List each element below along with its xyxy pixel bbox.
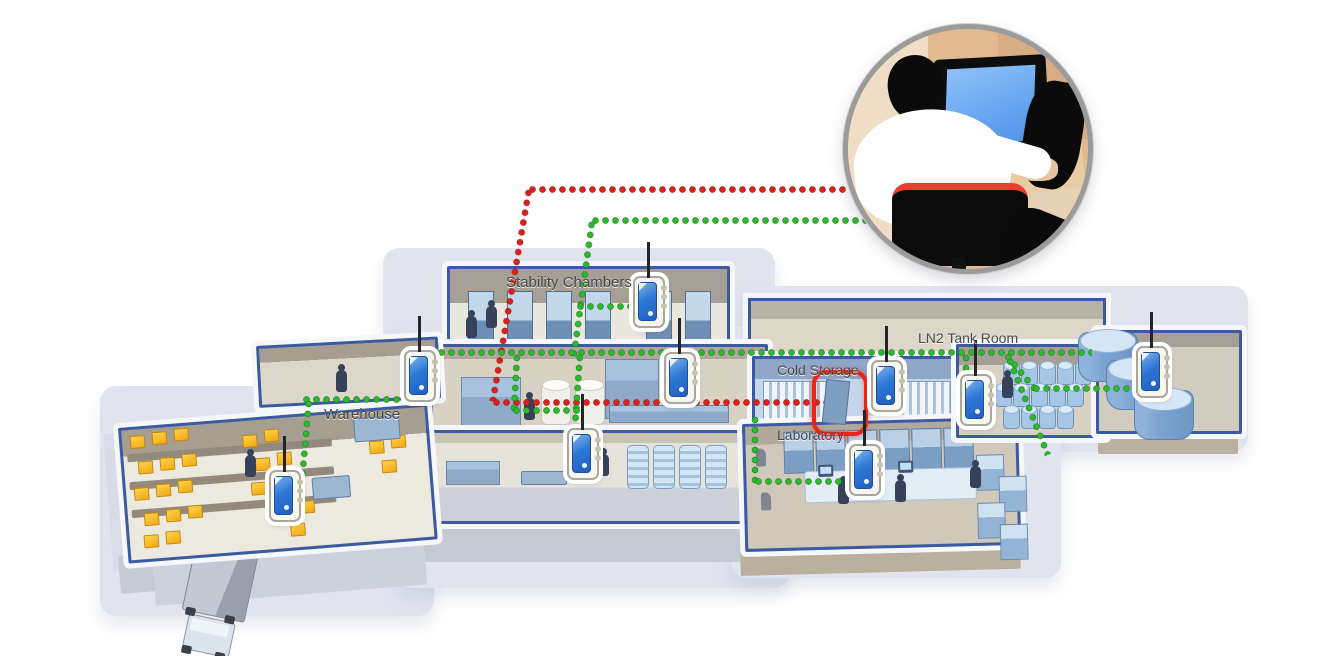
warehouse-box — [263, 428, 280, 443]
wireless-link-dotted-line — [1033, 384, 1141, 392]
ln2-dewar — [1039, 361, 1056, 385]
wireless-sensor-laboratory — [849, 410, 883, 496]
ln2-dewar — [1057, 361, 1074, 385]
warehouse-box — [143, 534, 160, 549]
sensor-screen — [274, 476, 293, 515]
warehouse-box — [151, 431, 168, 446]
wireless-link-dotted-line — [303, 395, 417, 403]
lab-freezer — [999, 523, 1029, 561]
lab-cabinet — [911, 427, 943, 471]
truck-wheel — [184, 606, 197, 617]
person-silhouette — [838, 476, 849, 504]
room-process-area — [430, 344, 768, 438]
person-silhouette — [895, 474, 906, 502]
warehouse-box — [165, 530, 182, 545]
wireless-link-dotted-line — [592, 216, 869, 224]
warehouse-box — [254, 457, 271, 472]
drum-stack — [653, 445, 675, 489]
warehouse-box — [299, 499, 316, 514]
room-wash-area — [418, 430, 751, 524]
drum-stack — [679, 445, 701, 489]
person-silhouette — [486, 300, 497, 328]
sensor-screen — [876, 366, 895, 405]
warehouse-box — [368, 440, 385, 455]
room-label-laboratory: Laboratory — [777, 427, 844, 443]
lab-microscope — [760, 492, 772, 511]
warehouse-box — [187, 504, 204, 519]
person-silhouette — [245, 449, 256, 477]
warehouse-box — [159, 456, 176, 471]
door-open-alarm-highlight — [812, 370, 868, 436]
monitoring-station-inset — [843, 24, 1093, 274]
drum-stack — [627, 445, 649, 489]
room-label-warehouse: Warehouse — [324, 406, 401, 423]
process-conveyor — [609, 405, 729, 423]
stability-chamber-unit — [585, 291, 611, 345]
truck-wheel — [180, 644, 193, 655]
warehouse-box — [165, 508, 182, 523]
warehouse-crate — [311, 474, 352, 500]
person-silhouette — [336, 364, 347, 392]
sensor-screen — [572, 434, 591, 473]
chair-post — [952, 257, 966, 269]
person-silhouette — [1002, 370, 1013, 398]
wireless-link-dotted-line — [755, 477, 853, 485]
stability-chamber-unit — [685, 291, 711, 345]
drum-stack — [705, 445, 727, 489]
wireless-sensor-wash-area — [567, 394, 601, 480]
wireless-sensor-process-area — [664, 318, 698, 404]
alarm-link-dotted-line — [493, 398, 833, 406]
wireless-sensor-stability-chambers — [633, 242, 667, 328]
wireless-link-dotted-line — [751, 416, 759, 484]
person-silhouette — [970, 460, 981, 488]
wireless-sensor-cold-storage — [871, 326, 905, 412]
warehouse-box — [155, 483, 172, 498]
wireless-sensor-ln2-bulk-tanks — [1136, 312, 1170, 398]
room-label-cold-storage: Cold Storage — [777, 362, 859, 378]
sensor-screen — [669, 358, 688, 397]
wireless-sensor-entry-corridor — [404, 316, 438, 402]
alarm-link-dotted-line — [529, 185, 852, 193]
warehouse-box — [143, 512, 160, 527]
warehouse-box — [241, 434, 258, 449]
warehouse-box — [181, 452, 198, 468]
wireless-link-dotted-line — [577, 302, 641, 310]
room-label-ln2-tank-room: LN2 Tank Room — [918, 330, 1019, 346]
sensor-screen — [965, 380, 984, 419]
lab-monitor — [818, 464, 834, 478]
warehouse-box — [177, 479, 194, 494]
ln2-dewar — [1003, 405, 1020, 429]
wireless-sensor-warehouse — [269, 436, 303, 522]
sensor-screen — [638, 282, 657, 321]
lab-monitor — [898, 460, 914, 473]
washer-unit — [446, 461, 500, 485]
warehouse-box — [129, 434, 146, 450]
sensor-screen — [854, 450, 873, 489]
wireless-link-dotted-line — [418, 348, 1092, 356]
person-silhouette — [598, 448, 609, 476]
sensor-screen — [409, 356, 428, 395]
warehouse-box — [173, 427, 190, 442]
wash-pallet — [521, 471, 567, 485]
sensor-screen — [1141, 352, 1160, 391]
person-silhouette — [466, 310, 477, 338]
wireless-link-dotted-line — [513, 406, 583, 414]
stability-chamber-unit — [546, 291, 572, 345]
warehouse-box — [250, 481, 267, 496]
wireless-sensor-ln2-tank-room — [960, 340, 994, 426]
warehouse-box — [137, 460, 154, 475]
warehouse-box — [381, 459, 398, 474]
ln2-dewar — [1039, 405, 1056, 429]
ln2-bulk-tank — [1134, 387, 1194, 440]
warehouse-box — [133, 486, 150, 501]
warehouse-box — [290, 522, 307, 537]
ln2-dewar — [1057, 405, 1074, 429]
room-label-stability-chambers: Stability Chambers — [506, 274, 632, 291]
